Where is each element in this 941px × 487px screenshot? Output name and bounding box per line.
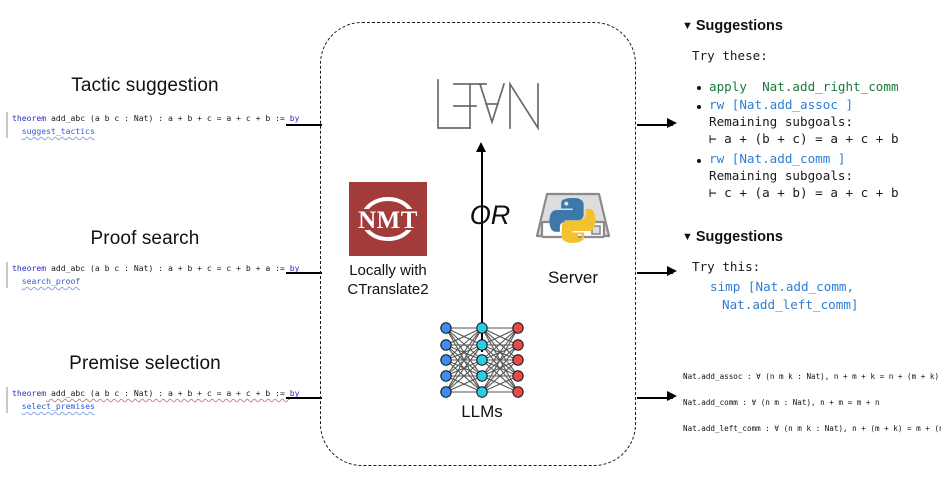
- suggestion-tactic-3[interactable]: rw [Nat.add_comm ]: [709, 151, 846, 166]
- arrowhead-right-icon-2: [667, 266, 677, 276]
- arrowhead-up-icon: [476, 142, 486, 152]
- subgoal-expression-3: ⊢ c + (a + b) = a + c + b: [709, 185, 899, 200]
- connector-in-proof-search: [286, 272, 322, 274]
- neural-network-icon: [432, 318, 532, 402]
- premise-line-2: Nat.add_comm : ∀ (n m : Nat), n + m = m …: [683, 398, 880, 407]
- connector-in-tactic-suggestion: [286, 124, 322, 126]
- llms-caption: LLMs: [461, 402, 503, 421]
- code-block-tactic-suggestion: theorem add_abc (a b c : Nat) : a + b + …: [6, 112, 300, 138]
- try-these-label: Try these:: [692, 48, 768, 63]
- simp-result-line2[interactable]: Nat.add_left_comm]: [722, 297, 859, 312]
- connector-out-tactic-suggestion: [637, 124, 673, 126]
- premise-line-3: Nat.add_left_comm : ∀ (n m k : Nat), n +…: [683, 424, 941, 433]
- code-body: add_abc (a b c : Nat) : a + b + c = a + …: [46, 113, 290, 123]
- suggestion-tactic-1[interactable]: apply Nat.add_right_comm: [709, 79, 899, 94]
- subgoal-expression-2: ⊢ a + (b + c) = a + c + b: [709, 131, 899, 146]
- simp-result-line1[interactable]: simp [Nat.add_comm,: [710, 279, 855, 294]
- code-tactic-call: suggest_tactics: [21, 126, 95, 136]
- suggestions-panel-2: ▼ Suggestions: [682, 229, 783, 245]
- pipeline-boundary: [320, 22, 636, 466]
- nmt-logo: NMT: [349, 182, 427, 256]
- code-body: add_abc (a b c : Nat) : a + b + c = a + …: [46, 388, 290, 398]
- code-keyword-by: by: [289, 263, 300, 273]
- feature-title-tactic-suggestion: Tactic suggestion: [71, 75, 219, 96]
- connector-out-premise-selection: [637, 397, 673, 399]
- code-keyword: theorem: [12, 388, 47, 398]
- bullet-icon-3: [697, 159, 701, 163]
- local-caption-line2: CTranslate2: [347, 281, 429, 298]
- code-keyword-by: by: [289, 113, 300, 123]
- code-keyword: theorem: [12, 263, 47, 273]
- connector-llm-to-lean: [481, 152, 483, 352]
- suggestions-header-1: Suggestions: [695, 18, 783, 34]
- bullet-icon-1: [697, 86, 701, 90]
- try-this-label: Try this:: [692, 259, 761, 274]
- local-caption-line1: Locally with: [349, 262, 427, 279]
- code-keyword-by: by: [289, 388, 300, 398]
- remaining-subgoals-label-3: Remaining subgoals:: [709, 168, 854, 183]
- svg-text:NMT: NMT: [358, 207, 418, 234]
- connector-out-proof-search: [637, 272, 673, 274]
- code-body: add_abc (a b c : Nat) : a + b + c = c + …: [46, 263, 290, 273]
- caret-down-icon[interactable]: ▼: [682, 19, 693, 32]
- connector-in-premise-selection: [286, 397, 322, 399]
- feature-title-premise-selection: Premise selection: [69, 353, 221, 374]
- code-tactic-call: select_premises: [21, 401, 95, 411]
- bullet-icon-2: [697, 105, 701, 109]
- caret-down-icon-2[interactable]: ▼: [682, 230, 693, 243]
- code-block-premise-selection: theorem add_abc (a b c : Nat) : a + b + …: [6, 387, 300, 413]
- code-keyword: theorem: [12, 113, 47, 123]
- lean-logo: [430, 78, 550, 136]
- arrowhead-right-icon-1: [667, 118, 677, 128]
- server-caption: Server: [547, 268, 599, 287]
- suggestion-tactic-2[interactable]: rw [Nat.add_assoc ]: [709, 97, 854, 112]
- or-label: OR: [469, 200, 511, 230]
- code-block-proof-search: theorem add_abc (a b c : Nat) : a + b + …: [6, 262, 300, 288]
- remaining-subgoals-label-2: Remaining subgoals:: [709, 114, 854, 129]
- feature-title-proof-search: Proof search: [90, 228, 200, 249]
- suggestions-header-2: Suggestions: [695, 229, 783, 245]
- arrowhead-right-icon-3: [667, 391, 677, 401]
- server-icon: [533, 182, 613, 254]
- code-tactic-call: search_proof: [21, 276, 81, 286]
- suggestions-panel-1: ▼ Suggestions: [682, 18, 783, 34]
- premise-line-1: Nat.add_assoc : ∀ (n m k : Nat), n + m +…: [683, 372, 940, 381]
